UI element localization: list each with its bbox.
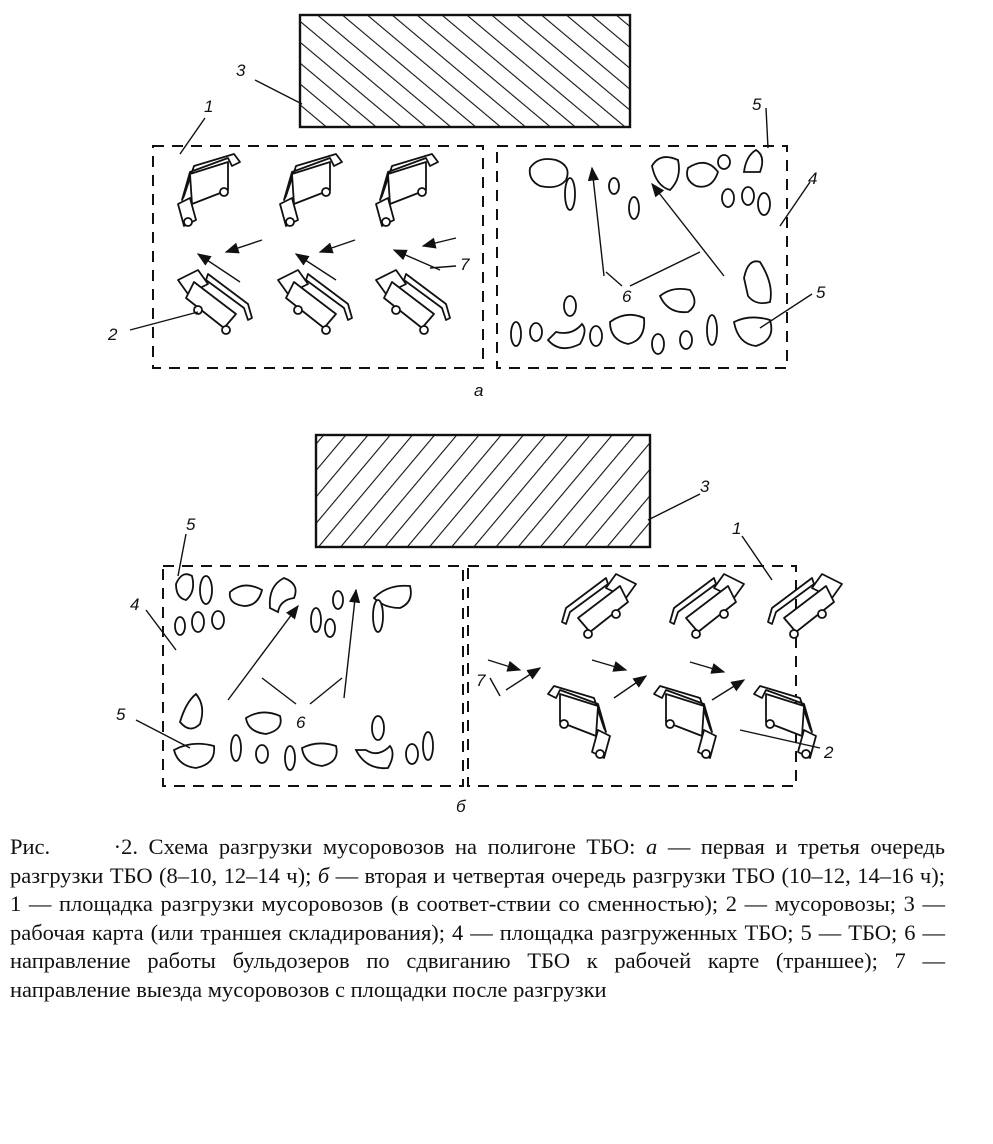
bulldozer-arrows-a	[587, 166, 725, 287]
panel-a: 3 1 2 7 6 5 4 5 а	[107, 13, 826, 400]
truck-b5	[653, 685, 717, 759]
figure-caption: Рис. ·2. Схема разгрузки мусоровозов на …	[10, 833, 945, 1005]
callout-leaders-a	[129, 79, 813, 331]
truck-b6	[753, 685, 817, 759]
callout-6-a: 6	[622, 287, 632, 306]
truck-b3	[767, 573, 843, 639]
callout-5-b-bottom: 5	[116, 705, 126, 724]
unloading-area-a	[152, 145, 484, 369]
callout-3-b: 3	[700, 477, 710, 496]
panel-letter-a: а	[474, 381, 483, 400]
truck-a4	[177, 269, 253, 335]
callout-3-a: 3	[236, 61, 246, 80]
callout-6-b: 6	[296, 713, 306, 732]
panel-letter-b: б	[456, 797, 467, 816]
callout-7-a: 7	[460, 255, 470, 274]
exit-arrows-a	[196, 237, 457, 283]
callout-5-a-bottom: 5	[816, 283, 826, 302]
caption-title: Схема разгрузки мусоровозов на полигоне …	[137, 834, 630, 859]
unloaded-waste-area-a	[496, 145, 788, 369]
bulldozer-arrows-b	[227, 588, 361, 705]
waste-heaps-a	[510, 148, 773, 355]
unloading-area-b	[467, 565, 797, 787]
callout-2-b: 2	[823, 743, 834, 762]
callout-2-a: 2	[107, 325, 118, 344]
callout-5-a-top: 5	[752, 95, 762, 114]
unloaded-waste-area-b	[162, 565, 464, 787]
unloading-scheme-diagram: 3 1 2 7 6 5 4 5 а	[107, 13, 843, 816]
working-map-b	[314, 433, 652, 549]
callout-1-a: 1	[204, 97, 213, 116]
callout-4-b: 4	[130, 595, 139, 614]
working-map-a	[298, 13, 632, 129]
callout-5-b-top: 5	[186, 515, 196, 534]
truck-b2	[669, 573, 745, 639]
truck-b4	[547, 685, 611, 759]
caption-number: ·2.	[113, 834, 138, 859]
callout-1-b: 1	[732, 519, 741, 538]
callout-leaders-b	[135, 493, 821, 749]
caption-text-b: — вторая и четвертая очередь разгрузки Т…	[10, 862, 945, 1002]
truck-a6	[375, 269, 451, 335]
callout-4-a: 4	[808, 169, 817, 188]
truck-a5	[277, 269, 353, 335]
truck-a3	[375, 153, 439, 227]
waste-heaps-b	[172, 573, 434, 771]
caption-colon: :	[629, 834, 646, 859]
caption-prefix: Рис.	[10, 834, 51, 859]
truck-a2	[279, 153, 343, 227]
caption-letter-b: б	[317, 862, 330, 888]
caption-letter-a: а	[646, 834, 658, 859]
panel-b: 3 1 5 4 5 6 7 2 б	[116, 433, 843, 816]
caption-text-a: — первая и третья очередь разгрузки ТБО …	[10, 834, 945, 888]
truck-a1	[177, 153, 241, 227]
callout-7-b: 7	[476, 671, 486, 690]
exit-arrows-b	[487, 659, 746, 701]
truck-b1	[561, 573, 637, 639]
